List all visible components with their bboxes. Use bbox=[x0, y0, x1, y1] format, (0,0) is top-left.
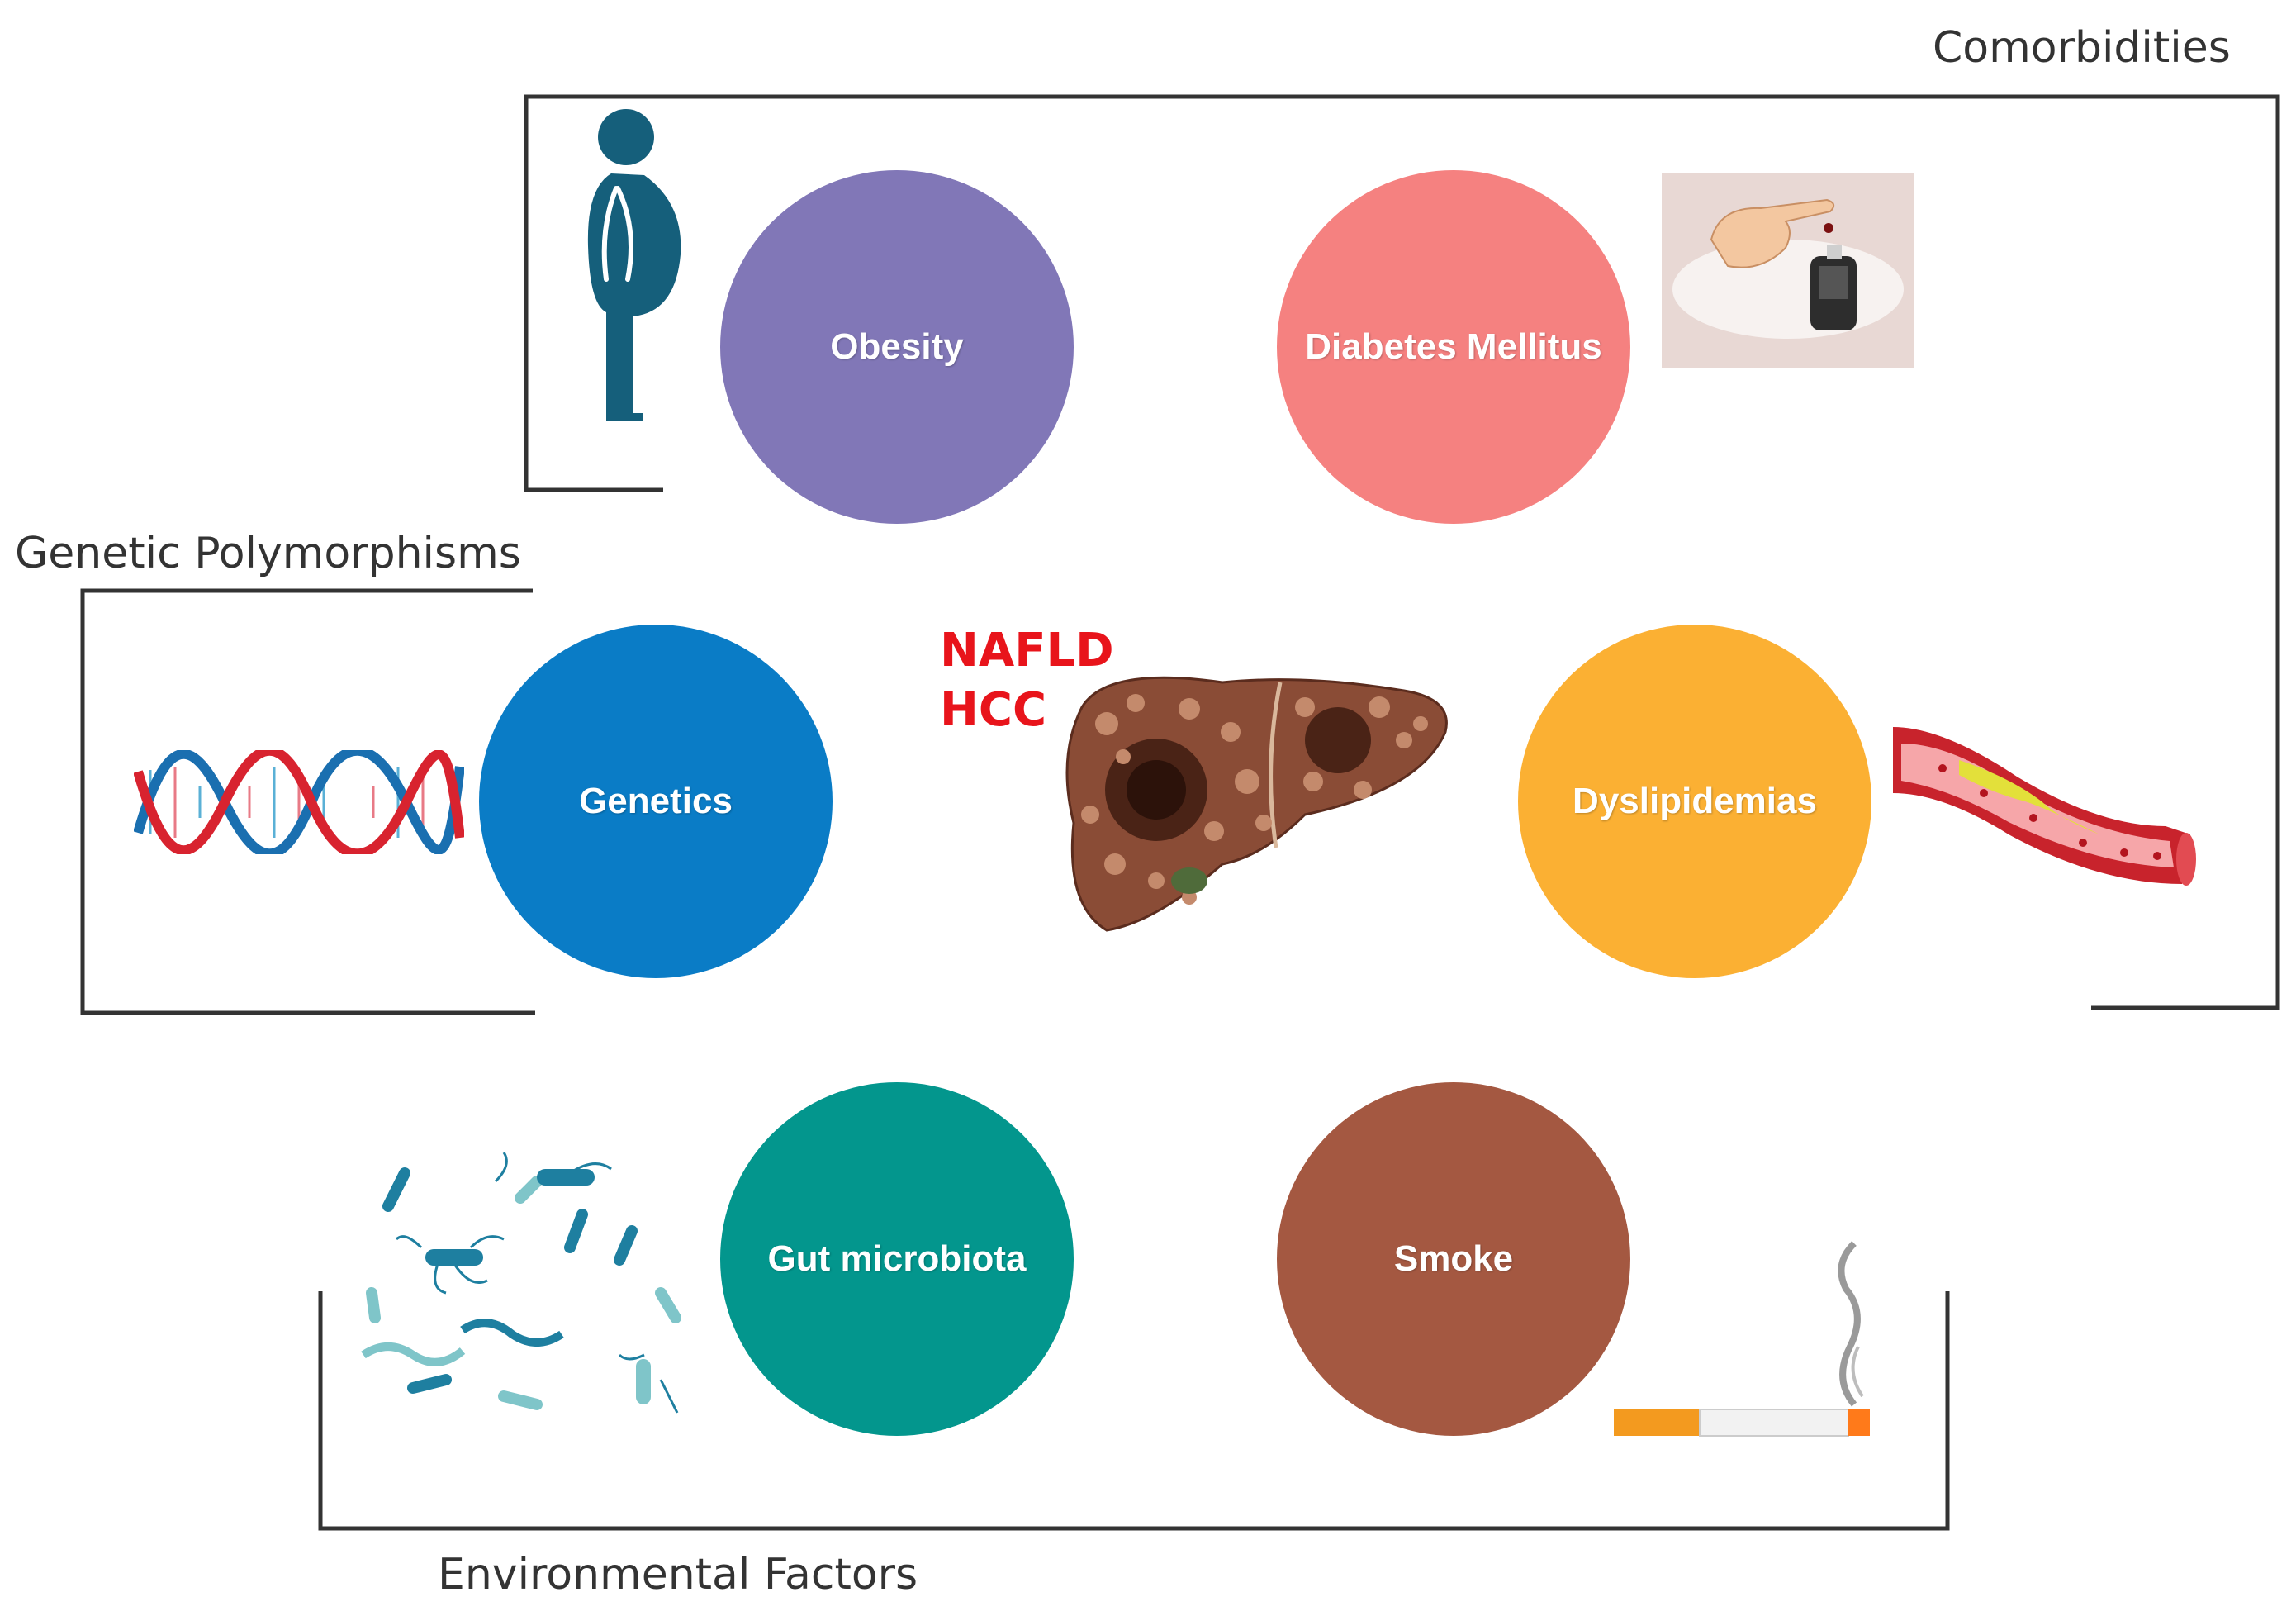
obese-person-icon bbox=[587, 109, 681, 421]
diabetes-label: Diabetes Mellitus bbox=[1305, 326, 1602, 367]
cigarette-icon bbox=[1614, 1241, 1870, 1437]
smoke-label: Smoke bbox=[1393, 1238, 1514, 1279]
obesity-label: Obesity bbox=[830, 326, 964, 367]
gut-microbiota-circle: Gut microbiota bbox=[720, 1082, 1074, 1436]
gut-microbiota-label: Gut microbiota bbox=[767, 1238, 1027, 1279]
dna-helix-icon bbox=[134, 750, 464, 854]
environmental-bracket bbox=[318, 1291, 1950, 1531]
glucometer-finger-icon bbox=[1662, 173, 1914, 368]
environmental-factors-label: Environmental Factors bbox=[438, 1550, 918, 1599]
comorbidities-label: Comorbidities bbox=[1933, 23, 2231, 73]
dyslipidemias-label: Dyslipidemias bbox=[1573, 780, 1817, 821]
genetic-bracket bbox=[80, 588, 535, 1015]
artery-plaque-icon bbox=[1893, 727, 2196, 886]
nafld-text: NAFLD bbox=[940, 624, 1114, 677]
nafld-hcc-label: NAFLD HCC bbox=[940, 621, 1114, 739]
genetics-circle: Genetics bbox=[479, 625, 833, 978]
genetics-label: Genetics bbox=[579, 780, 733, 821]
obesity-circle: Obesity bbox=[720, 170, 1074, 524]
hcc-text: HCC bbox=[940, 682, 1047, 737]
dyslipidemias-circle: Dyslipidemias bbox=[1518, 625, 1871, 978]
diabetes-circle: Diabetes Mellitus bbox=[1277, 170, 1630, 524]
smoke-circle: Smoke bbox=[1277, 1082, 1630, 1436]
genetic-polymorphisms-label: Genetic Polymorphisms bbox=[15, 529, 521, 578]
comorbidities-bracket bbox=[524, 94, 2280, 1010]
bacteria-icon bbox=[361, 1152, 681, 1414]
liver-tumor-icon bbox=[1065, 676, 1448, 932]
